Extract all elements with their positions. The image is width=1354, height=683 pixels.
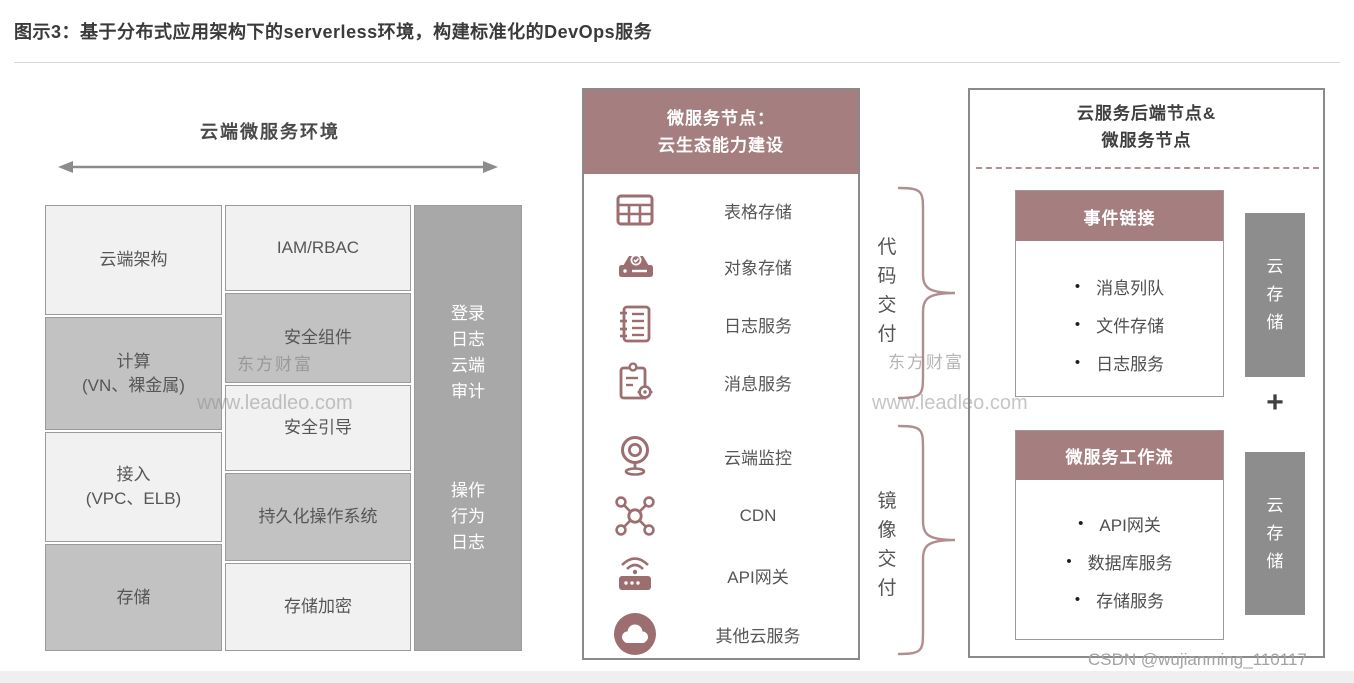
bullet-dot: • [1074,277,1081,295]
list-item-label: 日志服务 [1096,354,1165,374]
microservice-workflow-list: • API网关 • 数据库服务 • 存储服务 [1016,480,1223,618]
service-item-log-service: 日志服务 [584,298,858,350]
service-item-label: 对象存储 [724,258,792,278]
list-item: • 日志服务 [1016,343,1223,381]
storage-drive-icon [612,243,658,289]
bullet-dot: • [1078,514,1084,532]
cloud-storage-box-top: 云 存 储 [1245,213,1305,377]
bullet-dot: • [1066,552,1072,570]
bullet-dot: • [1074,315,1081,333]
code-delivery-brace [897,186,956,400]
event-link-list: • 消息列队 • 文件存储 • 日志服务 [1016,241,1223,381]
list-item: • 存储服务 [1016,580,1223,618]
operation-log-label: 操作 行为 日志 [451,481,485,552]
plus-sign: + [1266,386,1284,419]
event-link-box: 事件链接 • 消息列队 • 文件存储 • 日志服务 [1015,190,1224,397]
service-item-label: 其他云服务 [715,626,801,646]
log-notebook-icon [612,301,658,347]
bottom-band [0,671,1354,683]
other-cloud-icon [612,611,658,657]
cell-persistent-os: 持久化操作系统 [225,473,411,561]
list-item-label: 数据库服务 [1087,553,1173,573]
cell-cloud-architecture: 云端架构 [45,205,222,315]
list-item: • 消息列队 [1016,267,1223,305]
cell-storage-encryption: 存储加密 [225,563,411,651]
message-clipboard-icon [612,359,658,405]
cdn-network-icon [612,493,658,539]
cloud-storage-box-bottom: 云 存 储 [1245,452,1305,615]
service-item-object-storage: 对象存储 [584,240,858,292]
service-item-label: 云端监控 [724,448,792,468]
service-item-cdn: CDN [584,490,858,542]
microservice-node-panel: 微服务节点： 云生态能力建设 表格存储 [582,88,860,660]
backend-node-panel: 云服务后端节点& 微服务节点 事件链接 • 消息列队 • 文件存储 • 日志服务 [968,88,1325,658]
service-item-api-gateway: API网关 [584,549,858,601]
list-item: • API网关 [1016,504,1223,542]
microservice-node-header: 微服务节点： 云生态能力建设 [584,90,858,174]
title-divider [14,62,1340,63]
api-gateway-router-icon [612,552,658,598]
cell-storage: 存储 [45,544,222,651]
microservice-workflow-box: 微服务工作流 • API网关 • 数据库服务 • 存储服务 [1015,430,1224,640]
microservice-workflow-header: 微服务工作流 [1016,431,1223,480]
list-item-label: API网关 [1099,515,1161,535]
code-delivery-label: 代 码 交 付 [877,237,897,345]
list-item-label: 消息列队 [1096,278,1165,298]
cell-access: 接入 (VPC、ELB) [45,432,222,542]
cell-security-component: 安全组件 [225,293,411,383]
service-item-label: 日志服务 [724,316,792,336]
monitor-webcam-icon [612,433,658,479]
list-item-label: 文件存储 [1096,316,1165,336]
left-section-title: 云端微服务环境 [200,122,340,142]
image-delivery-brace [897,424,956,656]
table-icon [612,187,658,233]
cell-compute: 计算 (VN、裸金属) [45,317,222,430]
service-item-label: API网关 [727,567,789,587]
cell-security-boot: 安全引导 [225,385,411,471]
dashed-divider [976,167,1319,169]
backend-node-title: 云服务后端节点& 微服务节点 [1076,104,1217,150]
service-item-other-cloud: 其他云服务 [584,608,858,660]
list-item: • 文件存储 [1016,305,1223,343]
page-title: 图示3：基于分布式应用架构下的serverless环境，构建标准化的DevOps… [14,22,653,42]
login-audit-label: 登录 日志 云端 审计 [451,304,485,401]
service-item-table-storage: 表格存储 [584,184,858,236]
list-item-label: 存储服务 [1096,591,1165,611]
service-item-label: CDN [739,506,777,525]
cell-iam-rbac: IAM/RBAC [225,205,411,291]
service-item-label: 表格存储 [724,202,792,222]
bullet-dot: • [1074,353,1081,371]
service-item-cloud-monitor: 云端监控 [584,430,858,482]
list-item: • 数据库服务 [1016,542,1223,580]
service-item-message-service: 消息服务 [584,356,858,408]
event-link-header: 事件链接 [1016,191,1223,241]
service-item-label: 消息服务 [724,374,792,394]
double-arrow [58,161,498,173]
bullet-dot: • [1074,590,1081,608]
image-delivery-label: 镜 像 交 付 [877,491,897,599]
audit-column: 登录 日志 云端 审计 操作 行为 日志 [414,205,522,651]
